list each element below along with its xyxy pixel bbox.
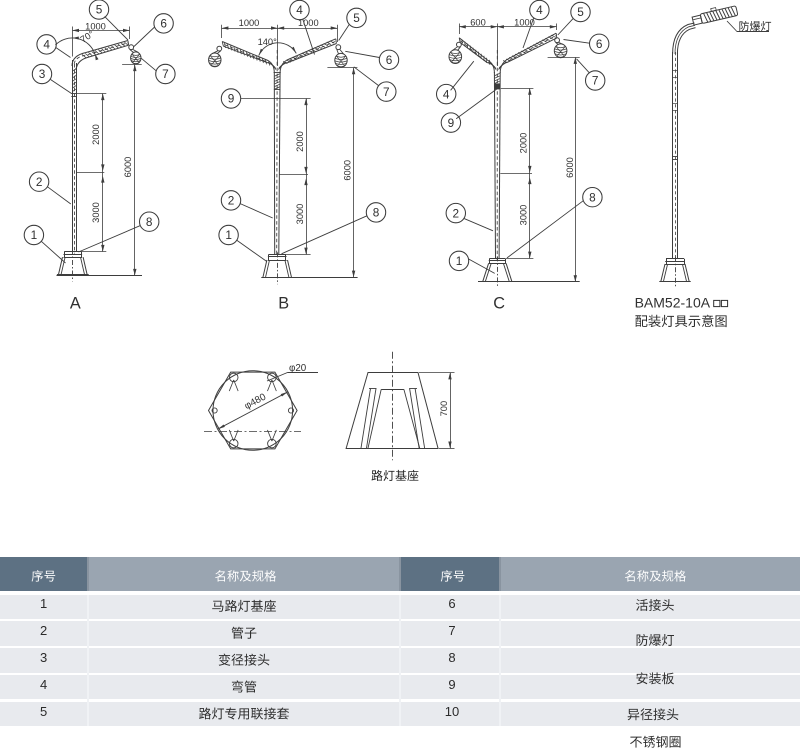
svg-text:9: 9 xyxy=(448,116,455,130)
svg-text:1000: 1000 xyxy=(85,21,106,31)
svg-text:6000: 6000 xyxy=(342,160,352,181)
svg-text:2: 2 xyxy=(36,175,43,189)
svg-text:4: 4 xyxy=(443,87,450,101)
svg-text:4: 4 xyxy=(43,38,50,52)
svg-text:4: 4 xyxy=(296,3,303,17)
svg-text:8: 8 xyxy=(146,215,153,229)
svg-text:3000: 3000 xyxy=(91,202,101,223)
svg-text:6: 6 xyxy=(160,17,167,31)
svg-text:2: 2 xyxy=(453,206,460,220)
svg-text:3: 3 xyxy=(39,67,46,81)
svg-text:600: 600 xyxy=(470,18,486,28)
svg-text:7: 7 xyxy=(383,85,390,99)
svg-text:9: 9 xyxy=(228,92,235,106)
svg-text:5: 5 xyxy=(577,5,584,19)
svg-text:1000: 1000 xyxy=(514,18,535,28)
svg-text:A: A xyxy=(70,295,81,313)
svg-text:1: 1 xyxy=(456,254,463,268)
svg-text:BAM52-10A: BAM52-10A xyxy=(635,294,711,310)
svg-text:2: 2 xyxy=(228,194,235,208)
svg-text:6: 6 xyxy=(596,37,603,51)
svg-text:4: 4 xyxy=(536,3,543,17)
svg-text:6: 6 xyxy=(386,53,393,67)
svg-text:2000: 2000 xyxy=(91,124,101,145)
svg-text:φ20: φ20 xyxy=(289,363,307,374)
svg-text:1000: 1000 xyxy=(239,18,260,28)
svg-text:8: 8 xyxy=(589,190,596,204)
svg-text:6000: 6000 xyxy=(565,157,575,178)
svg-text:3000: 3000 xyxy=(519,205,529,226)
svg-text:2000: 2000 xyxy=(519,133,529,154)
svg-text:6000: 6000 xyxy=(123,157,133,178)
svg-text:700: 700 xyxy=(439,401,449,417)
svg-text:1: 1 xyxy=(31,228,38,242)
svg-text:C: C xyxy=(493,295,505,313)
svg-text:7: 7 xyxy=(592,74,599,88)
svg-text:140°: 140° xyxy=(258,37,278,47)
svg-text:5: 5 xyxy=(96,3,103,17)
svg-text:3000: 3000 xyxy=(295,204,305,225)
svg-text:8: 8 xyxy=(373,206,380,220)
svg-text:1000: 1000 xyxy=(298,18,319,28)
svg-text:7: 7 xyxy=(162,67,169,81)
svg-text:1: 1 xyxy=(225,228,232,242)
svg-text:5: 5 xyxy=(353,11,360,25)
svg-text:2000: 2000 xyxy=(295,131,305,152)
svg-text:B: B xyxy=(278,295,289,313)
